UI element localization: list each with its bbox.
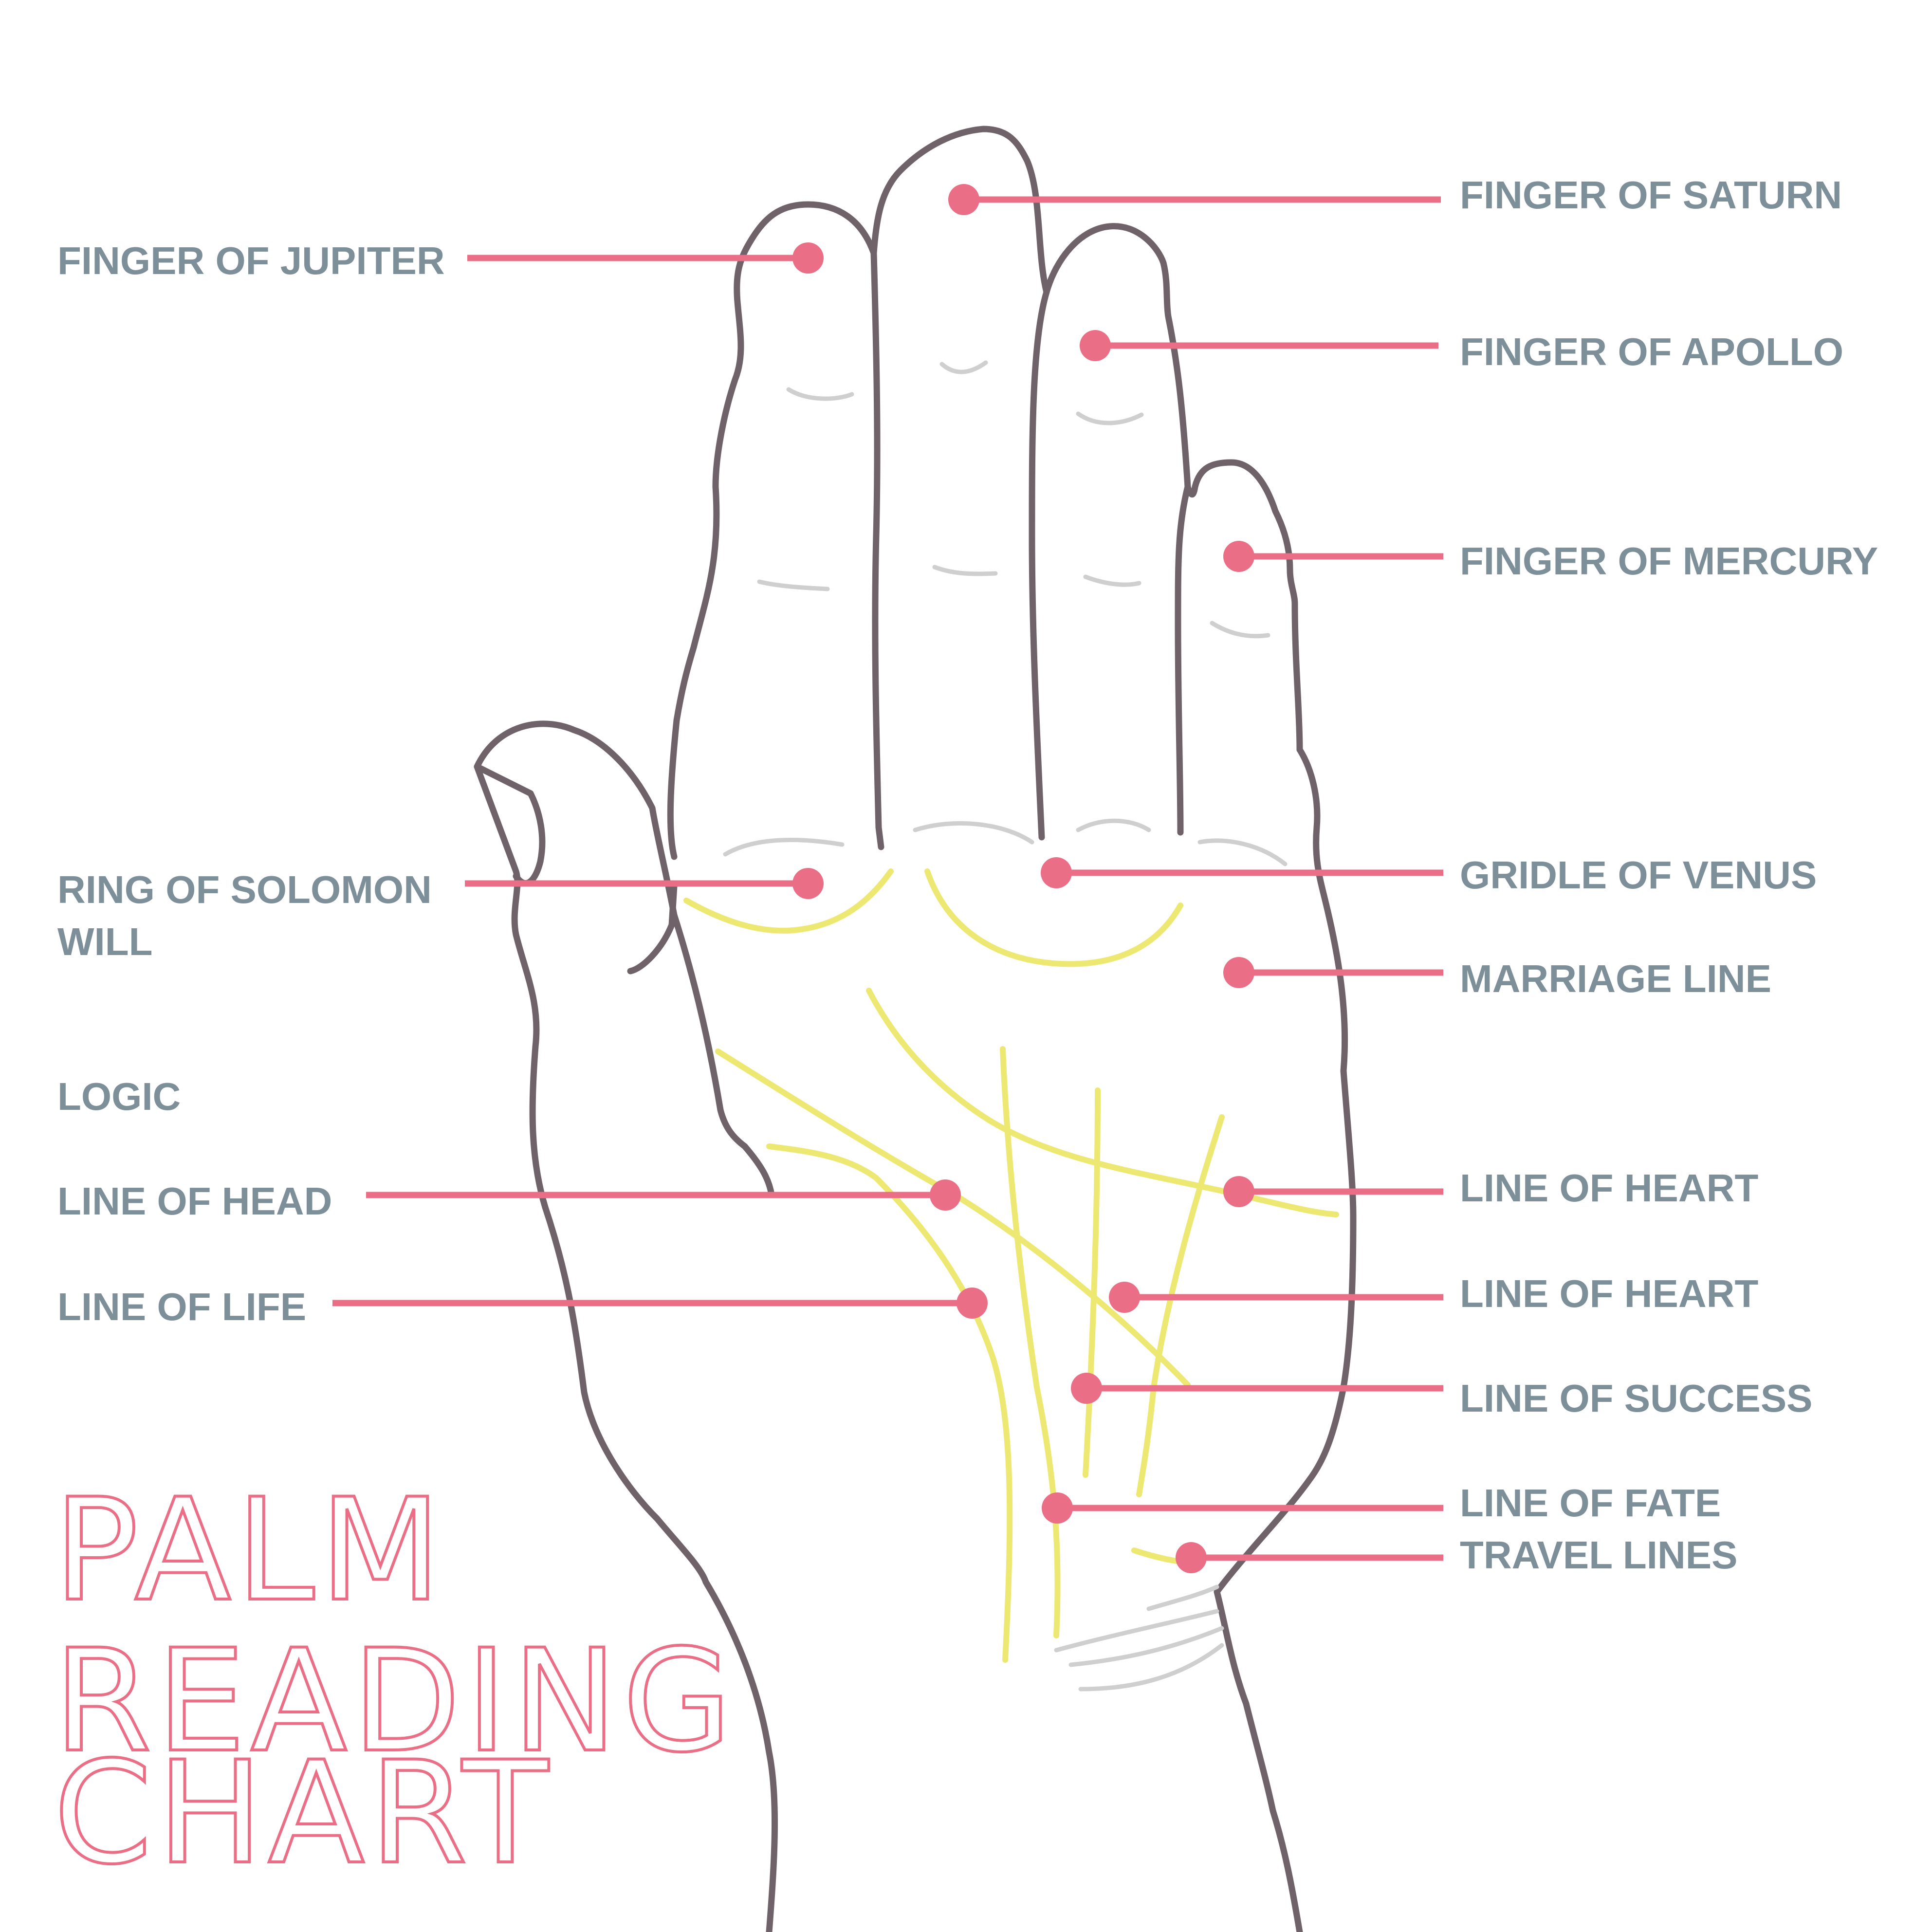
label-will: WILL <box>57 920 152 963</box>
label-finger-of-jupiter: FINGER OF JUPITER <box>57 239 445 282</box>
pointer-ring-of-solomon <box>465 868 824 899</box>
success-line-path <box>1083 1087 1101 1478</box>
ring-finger-outline <box>1029 223 1191 841</box>
crease-index-base <box>723 838 845 857</box>
crease-index-mid <box>757 579 830 591</box>
label-marriage-line: MARRIAGE LINE <box>1460 957 1771 1000</box>
little-finger-outline <box>1175 459 1303 836</box>
wrist-crease-2 <box>1054 1609 1219 1653</box>
crease-middle-base <box>913 821 1034 845</box>
index-finger-outline <box>667 201 877 860</box>
pointer-line-of-heart-1 <box>1223 1176 1443 1207</box>
palm-outer-edge <box>1214 746 1357 1932</box>
label-gridle-of-venus: GRIDLE OF VENUS <box>1460 853 1817 897</box>
wrist-crease-3 <box>1068 1626 1224 1667</box>
fate-line-path <box>1000 1046 1061 1638</box>
label-ring-of-solomon: RING OF SOLOMON <box>57 868 432 911</box>
label-line-of-life: LINE OF LIFE <box>57 1285 306 1328</box>
gridle-of-venus-line <box>924 868 1183 967</box>
chart-title: PALM READING CHART <box>52 1467 737 1897</box>
pointer-travel-lines <box>1176 1542 1443 1573</box>
labels: FINGER OF JUPITER FINGER OF SATURN FINGE… <box>57 173 1878 1577</box>
crease-middle-mid <box>932 565 998 576</box>
heart-line-path <box>866 988 1339 1217</box>
ring-of-solomon-line <box>683 868 894 934</box>
pointer-finger-of-jupiter <box>467 242 824 274</box>
label-finger-of-saturn: FINGER OF SATURN <box>1460 173 1842 217</box>
finger-creases <box>723 360 1288 1692</box>
pointer-line-of-heart-2 <box>1109 1282 1443 1313</box>
palm-lines <box>683 868 1339 1663</box>
label-travel-lines: TRAVEL LINES <box>1460 1533 1737 1577</box>
crease-ring-top <box>1076 411 1144 425</box>
wrist-crease-4 <box>1078 1643 1224 1692</box>
pointer-finger-of-mercury <box>1223 541 1443 572</box>
hand-outline <box>474 126 1357 1932</box>
title-line-chart: CHART <box>54 1731 553 1895</box>
pointer-gridle-of-venus <box>1041 857 1443 888</box>
life-line-path <box>766 1143 1013 1663</box>
mercury-line-path <box>1136 1114 1225 1497</box>
crease-middle-top <box>939 360 988 374</box>
label-finger-of-apollo: FINGER OF APOLLO <box>1460 330 1843 373</box>
crease-little-mid <box>1210 621 1270 639</box>
label-line-of-heart-1: LINE OF HEART <box>1460 1166 1758 1210</box>
crease-little-base <box>1197 838 1288 866</box>
pointer-finger-of-saturn <box>948 184 1441 215</box>
label-finger-of-mercury: FINGER OF MERCURY <box>1460 539 1878 583</box>
pointers <box>332 184 1443 1573</box>
label-line-of-fate: LINE OF FATE <box>1460 1481 1721 1525</box>
crease-ring-base <box>1076 818 1151 832</box>
pointer-line-of-fate <box>1042 1492 1443 1524</box>
thumb-joint <box>627 883 678 975</box>
pointer-line-of-head <box>366 1179 961 1211</box>
crease-index-top <box>786 387 854 401</box>
thumb-base <box>671 912 775 1198</box>
label-line-of-head: LINE OF HEAD <box>57 1179 332 1223</box>
thumb-outline <box>474 720 778 1932</box>
label-line-of-success: LINE OF SUCCESS <box>1460 1377 1813 1420</box>
title-line-palm: PALM <box>54 1469 446 1633</box>
crease-ring-mid <box>1083 574 1141 587</box>
label-logic: LOGIC <box>57 1075 181 1118</box>
pointer-line-of-success <box>1071 1373 1443 1404</box>
label-line-of-heart-2: LINE OF HEART <box>1460 1272 1758 1315</box>
pointer-finger-of-apollo <box>1080 330 1438 361</box>
wrist-crease-1 <box>1146 1584 1219 1611</box>
middle-finger-outline <box>870 126 1050 850</box>
title-line-reading: READING <box>54 1619 737 1784</box>
pointer-marriage-line <box>1223 957 1443 988</box>
head-line-path <box>715 1049 1191 1388</box>
pointer-line-of-life <box>332 1288 988 1319</box>
